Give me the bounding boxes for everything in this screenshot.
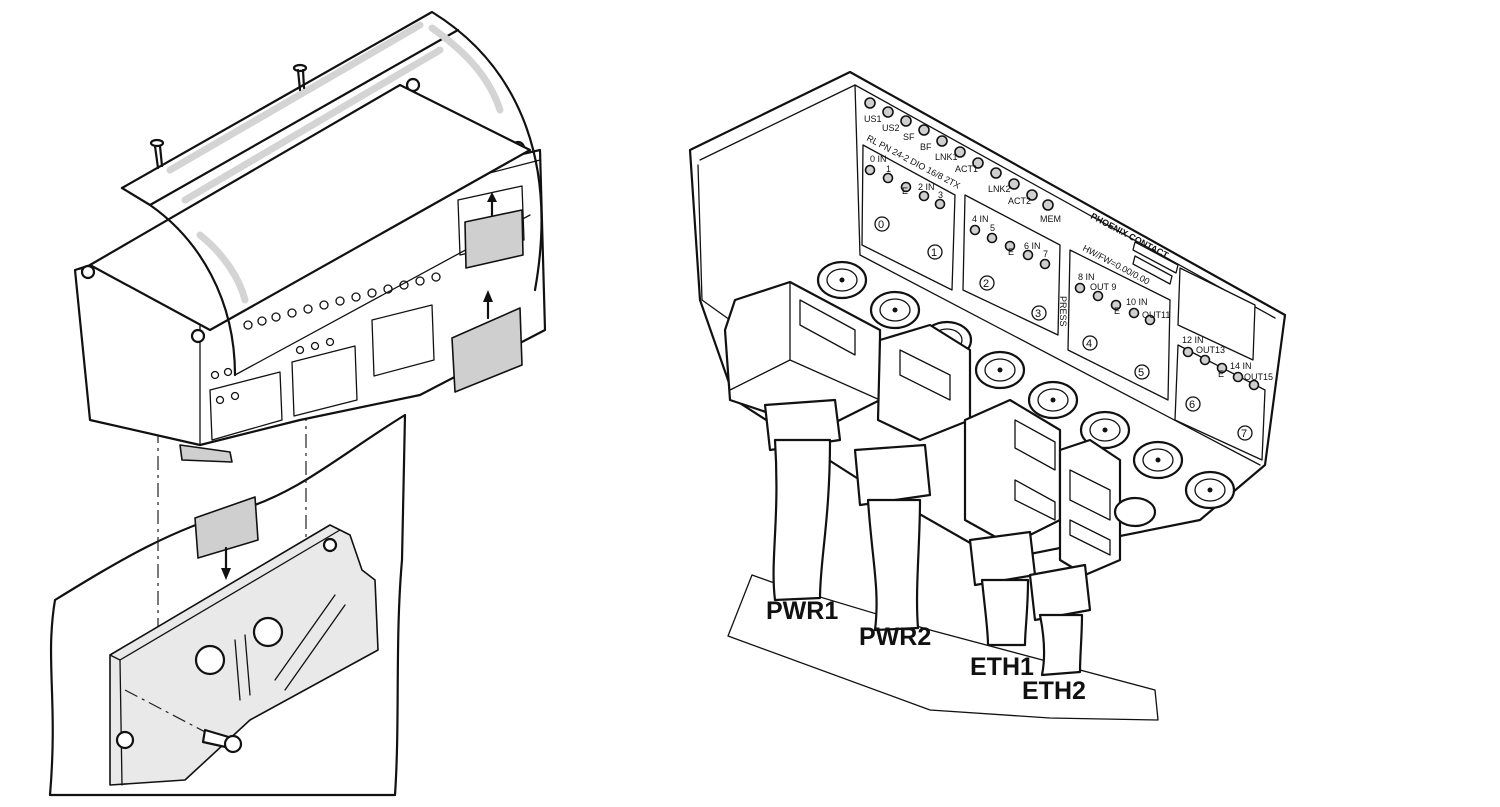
g2-label-e: E bbox=[1008, 247, 1014, 257]
g0-label-1: 1 bbox=[886, 164, 891, 174]
insert-card-lower bbox=[451, 290, 523, 393]
io-group-2: 4 IN 5 E 6 IN 7 bbox=[969, 214, 1051, 270]
g2-label-5: 5 bbox=[990, 223, 995, 233]
g0-label-e: E bbox=[902, 186, 908, 196]
led-label-us2: US2 bbox=[882, 123, 900, 133]
io-group-0: 0 IN 1 E 2 IN 3 bbox=[864, 154, 946, 210]
m12-socket bbox=[974, 350, 1026, 390]
g6-label-e: E bbox=[1218, 369, 1224, 379]
slot-number-4: 4 bbox=[1086, 338, 1092, 350]
plate-screw bbox=[124, 689, 243, 754]
led-label-bf: BF bbox=[920, 142, 932, 152]
label-eth2: ETH2 bbox=[1022, 677, 1086, 705]
press-label: PRESS bbox=[1058, 296, 1068, 327]
g6-label-14: 14 IN bbox=[1230, 361, 1252, 371]
insert-card-wall bbox=[194, 496, 259, 580]
led-label-lnk2: LNK2 bbox=[988, 184, 1011, 194]
led-label-us1: US1 bbox=[864, 114, 882, 124]
led-label-sf: SF bbox=[903, 132, 915, 142]
cover-screw-2 bbox=[149, 138, 165, 170]
io-group-4: 8 IN OUT 9 E 10 IN OUT11 bbox=[1074, 272, 1170, 326]
label-pwr1: PWR1 bbox=[766, 597, 838, 625]
transparent-cover bbox=[120, 10, 543, 377]
g4-label-11: OUT11 bbox=[1142, 310, 1170, 320]
g6-label-12: 12 IN bbox=[1182, 335, 1204, 345]
housing-body bbox=[73, 77, 547, 463]
g6-label-13: OUT13 bbox=[1196, 345, 1225, 355]
io-group-6: 12 IN OUT13 E 14 IN OUT15 bbox=[1182, 335, 1273, 391]
slot-number-0: 0 bbox=[878, 219, 884, 231]
m12-socket bbox=[1184, 470, 1236, 510]
slot-number-7: 7 bbox=[1241, 428, 1247, 440]
g0-label-0: 0 IN bbox=[870, 154, 887, 164]
g4-label-e: E bbox=[1114, 306, 1120, 316]
slot-number-5: 5 bbox=[1138, 367, 1144, 379]
housing-top-plate bbox=[88, 83, 532, 332]
insert-card-upper bbox=[464, 192, 524, 269]
led-label-act1: ACT1 bbox=[955, 164, 978, 174]
left-assembly-view bbox=[48, 10, 547, 797]
slot-numbers: 0 1 2 3 4 5 6 7 bbox=[874, 216, 1253, 441]
g0-label-3: 3 bbox=[938, 190, 943, 200]
housing-holes bbox=[210, 272, 441, 405]
m12-socket bbox=[1132, 440, 1184, 480]
g6-label-15: OUT15 bbox=[1244, 372, 1273, 382]
label-pwr2: PWR2 bbox=[859, 623, 931, 651]
led-label-mem: MEM bbox=[1040, 214, 1061, 224]
g4-label-9: OUT 9 bbox=[1090, 282, 1116, 292]
cover-screw-1 bbox=[292, 63, 308, 92]
label-eth1: ETH1 bbox=[970, 653, 1034, 681]
g2-label-6: 6 IN bbox=[1024, 241, 1041, 251]
m12-socket bbox=[1079, 410, 1131, 450]
m12-socket bbox=[1027, 380, 1079, 420]
slot-number-1: 1 bbox=[931, 247, 937, 259]
slot-number-2: 2 bbox=[983, 278, 989, 290]
m12-socket bbox=[816, 260, 868, 300]
right-device-view: US1 US2 SF BF LNK1 ACT1 LNK2 ACT2 MEM RL… bbox=[688, 70, 1287, 721]
slot-number-3: 3 bbox=[1035, 308, 1041, 320]
g2-label-7: 7 bbox=[1043, 249, 1048, 259]
led-label-lnk1: LNK1 bbox=[935, 152, 958, 162]
label-strip bbox=[727, 574, 1159, 721]
arrow-down-icon bbox=[221, 568, 231, 580]
eth1-connector bbox=[963, 398, 1062, 647]
g4-label-10: 10 IN bbox=[1126, 297, 1148, 307]
g4-label-8: 8 IN bbox=[1078, 272, 1095, 282]
pwr2-connector bbox=[853, 323, 972, 632]
slot-number-6: 6 bbox=[1189, 399, 1195, 411]
led-label-act2: ACT2 bbox=[1008, 196, 1031, 206]
mounting-plate bbox=[109, 524, 379, 786]
pwr1-connector bbox=[723, 280, 882, 602]
m12-socket bbox=[869, 290, 921, 330]
arrow-up-icon bbox=[483, 290, 493, 302]
eth2-connector bbox=[1028, 438, 1157, 677]
g0-label-2: 2 IN bbox=[918, 182, 935, 192]
g2-label-4: 4 IN bbox=[972, 214, 989, 224]
